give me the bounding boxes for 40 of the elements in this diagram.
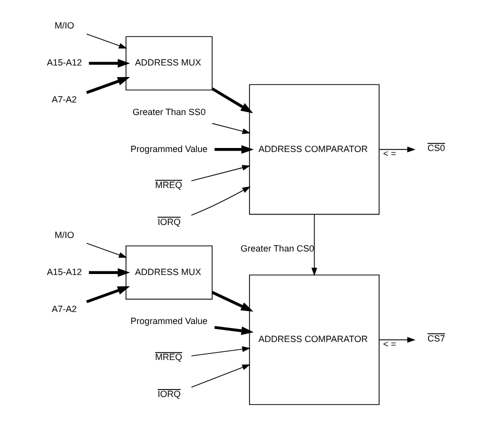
node-text: A15-A12 bbox=[46, 58, 82, 68]
arrow bbox=[378, 336, 416, 343]
node-text: A7-A2 bbox=[52, 304, 77, 314]
node-text: MREQ bbox=[155, 352, 182, 362]
node-text: CS7 bbox=[428, 333, 446, 344]
node-text: MREQ bbox=[155, 180, 182, 190]
arrow bbox=[214, 145, 254, 154]
node-box: ADDRESS MUX bbox=[126, 245, 213, 300]
arrow bbox=[86, 242, 128, 258]
edge-label: Greater Than CS0 bbox=[240, 243, 314, 254]
node-box: ADDRESS COMPARATOR bbox=[249, 274, 380, 406]
node-text: Greater Than SS0 bbox=[132, 106, 206, 117]
node-box: ADDRESS MUX bbox=[126, 36, 213, 90]
node-text: M/IO bbox=[54, 230, 74, 240]
arrow bbox=[214, 326, 254, 336]
node-text: IORQ bbox=[158, 216, 181, 227]
arrow bbox=[88, 268, 130, 277]
arrow bbox=[88, 59, 130, 68]
node-text: Programmed Value bbox=[130, 316, 208, 326]
arrow bbox=[212, 123, 251, 134]
node-text: A15-A12 bbox=[46, 266, 82, 277]
arrow bbox=[86, 286, 130, 304]
arrow bbox=[212, 291, 254, 312]
arrow bbox=[86, 77, 130, 94]
arrow bbox=[190, 186, 251, 216]
arrow bbox=[191, 164, 250, 182]
node-text: M/IO bbox=[54, 20, 74, 31]
edge-label: < = bbox=[383, 148, 396, 159]
arrow bbox=[311, 214, 318, 276]
arrow bbox=[191, 346, 250, 356]
node-text: Programmed Value bbox=[130, 144, 208, 154]
arrow bbox=[86, 34, 128, 49]
node-text: A7-A2 bbox=[52, 94, 77, 105]
node-text: IORQ bbox=[158, 389, 181, 400]
node-box: ADDRESS COMPARATOR bbox=[249, 84, 380, 215]
node-text: CS0 bbox=[428, 142, 446, 153]
edge-label: < = bbox=[383, 339, 396, 350]
arrow bbox=[191, 364, 250, 388]
arrow bbox=[378, 146, 416, 152]
arrow bbox=[211, 87, 254, 114]
